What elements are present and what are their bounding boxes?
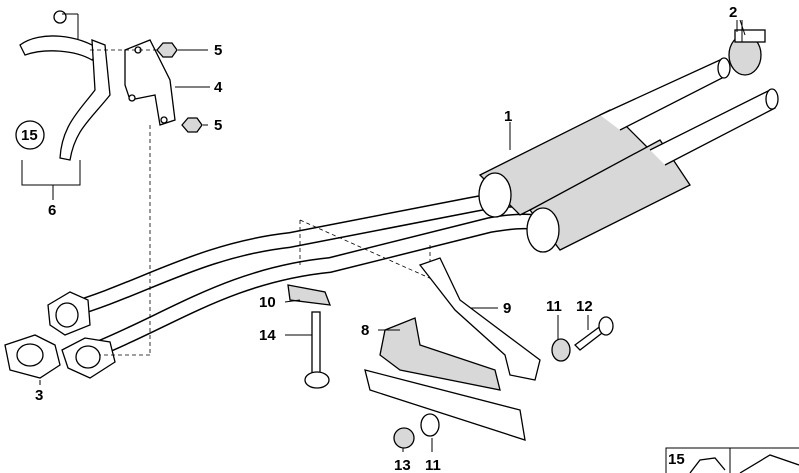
callout-5-bottom: 5 xyxy=(214,117,222,134)
bolt-14[interactable] xyxy=(304,311,330,389)
callout-11-right: 11 xyxy=(546,298,562,315)
washers[interactable] xyxy=(393,338,571,449)
callout-10: 10 xyxy=(259,294,276,311)
callout-11-bottom: 11 xyxy=(425,457,441,473)
bolt-12[interactable] xyxy=(574,316,614,351)
callout-12: 12 xyxy=(576,298,593,315)
callout-9: 9 xyxy=(503,300,511,317)
bracket-4[interactable] xyxy=(124,39,176,126)
callout-6: 6 xyxy=(48,202,56,219)
callout-8: 8 xyxy=(361,322,369,339)
callout-2: 2 xyxy=(729,4,737,21)
callout-4: 4 xyxy=(214,79,223,96)
hanger-9[interactable] xyxy=(418,257,541,381)
callout-15-legend: 15 xyxy=(668,451,685,468)
callout-13: 13 xyxy=(394,457,411,473)
legend-box xyxy=(665,447,799,473)
pipe-clamp[interactable] xyxy=(728,20,766,76)
gasket[interactable] xyxy=(4,334,61,379)
rubber-mount-10[interactable] xyxy=(287,284,331,306)
nuts[interactable] xyxy=(156,42,203,133)
bracket-6[interactable] xyxy=(19,10,111,161)
callout-3: 3 xyxy=(35,387,43,404)
callout-circle xyxy=(15,120,45,150)
mount-8[interactable] xyxy=(364,317,526,441)
callout-1: 1 xyxy=(504,108,512,125)
callout-15-circled: 15 xyxy=(21,127,38,144)
flanges[interactable] xyxy=(47,291,116,379)
leader-lines xyxy=(39,19,746,452)
callout-5-top: 5 xyxy=(214,42,222,59)
callout-14: 14 xyxy=(259,327,276,344)
rear-silencer[interactable] xyxy=(478,57,779,253)
